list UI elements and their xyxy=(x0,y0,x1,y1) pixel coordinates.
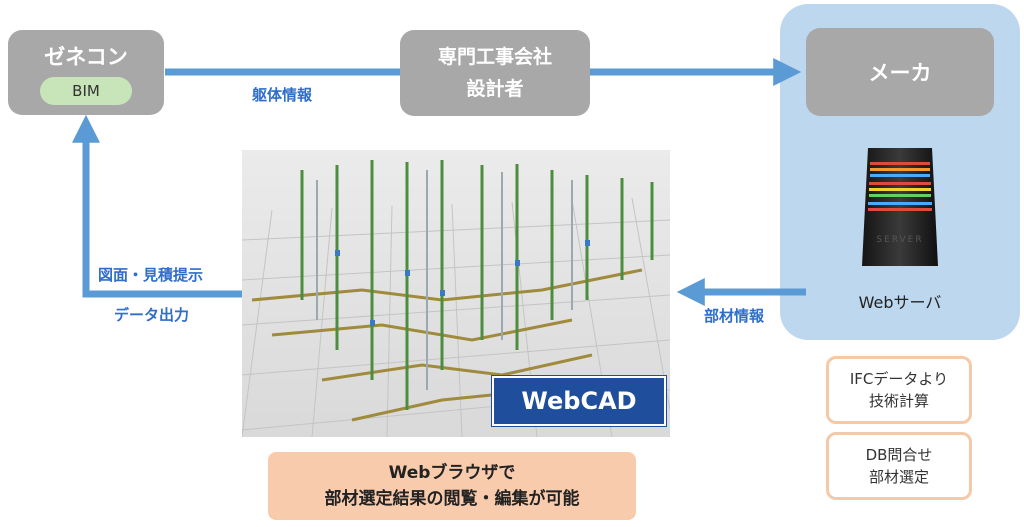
data-output-label: データ出力 xyxy=(114,306,190,324)
maker-title: メーカ xyxy=(868,61,932,85)
db-query-note: DB問合せ 部材選定 xyxy=(826,432,972,500)
subcontractor-line1: 専門工事会社 xyxy=(437,46,552,68)
arrow-webcad-to-gc xyxy=(72,114,242,298)
browser-note-line2: 部材選定結果の閲覧・編集が可能 xyxy=(324,489,580,509)
bim-label: BIM xyxy=(72,81,100,100)
server-label: Webサーバ xyxy=(858,293,942,312)
browser-note-box: Webブラウザで 部材選定結果の閲覧・編集が可能 xyxy=(268,452,636,520)
drawing-estimate-label: 図面・見積提示 xyxy=(98,266,204,284)
db-note-line2: 部材選定 xyxy=(868,468,929,486)
webcad-label: WebCAD xyxy=(521,387,637,415)
ifc-note-line1: IFCデータより xyxy=(849,370,949,388)
ifc-note-line2: 技術計算 xyxy=(868,392,929,410)
server-text: SERVER xyxy=(876,235,923,245)
webcad-badge: WebCAD xyxy=(492,376,666,426)
bim-badge: BIM xyxy=(40,76,132,105)
webcad-viewport: WebCAD xyxy=(242,150,670,437)
subcontractor-line2: 設計者 xyxy=(466,78,524,100)
server-icon: SERVER xyxy=(862,148,938,266)
subcontractor-box: 専門工事会社 設計者 xyxy=(400,30,590,116)
parts-info-label: 部材情報 xyxy=(704,307,765,325)
general-contractor-title: ゼネコン xyxy=(44,44,128,69)
browser-note-line1: Webブラウザで xyxy=(388,463,516,483)
maker-box: メーカ xyxy=(806,28,994,116)
body-info-label: 躯体情報 xyxy=(252,86,313,104)
general-contractor-box: ゼネコン BIM xyxy=(8,30,164,115)
ifc-calculation-note: IFCデータより 技術計算 xyxy=(826,356,972,424)
db-note-line1: DB問合せ xyxy=(865,446,933,464)
